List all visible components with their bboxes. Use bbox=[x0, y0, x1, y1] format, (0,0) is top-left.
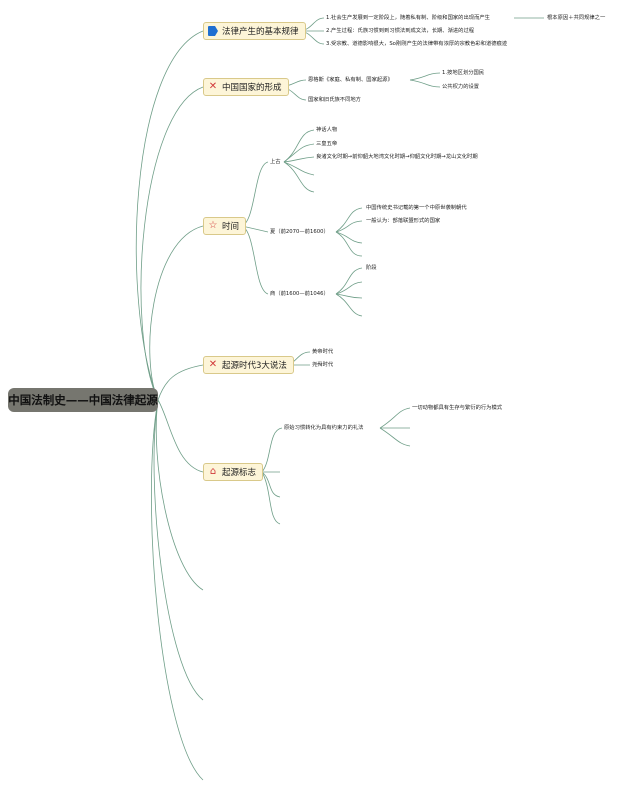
topic-origin-signs[interactable]: ⌂ 起源标志 bbox=[203, 463, 264, 481]
leaf-node[interactable]: 商（前1600—前1046） bbox=[270, 291, 329, 297]
topic-state-formation[interactable]: ✕ 中国国家的形成 bbox=[203, 78, 289, 96]
star-icon: ☆ bbox=[208, 220, 218, 231]
tools-icon: ✕ bbox=[208, 81, 218, 92]
leaf-node[interactable]: 原始习惯转化为具有约束力的礼法 bbox=[284, 425, 364, 431]
topic-time[interactable]: ☆ 时间 bbox=[203, 217, 247, 235]
leaf-node[interactable]: 上古 bbox=[270, 159, 281, 165]
leaf-node[interactable]: 神话人物 bbox=[316, 127, 338, 133]
leaf-node[interactable]: 黄帝时代 bbox=[312, 349, 334, 355]
leaf-node[interactable]: 国家和旧氏族不同地方 bbox=[308, 97, 361, 103]
leaf-node[interactable]: 恩格斯《家庭、私有制、国家起源》 bbox=[308, 77, 393, 83]
topic-label: 法律产生的基本规律 bbox=[222, 27, 299, 37]
leaf-node[interactable]: 夏（前2070—前1600） bbox=[270, 229, 329, 235]
topic-origin-theories[interactable]: ✕ 起源时代3大说法 bbox=[203, 356, 294, 374]
leaf-node[interactable]: 公共权力的设置 bbox=[442, 84, 480, 90]
topic-label: 起源时代3大说法 bbox=[222, 361, 287, 371]
leaf-node[interactable]: 1.按地区划分国民 bbox=[442, 70, 485, 76]
leaf-node[interactable]: 阶段 bbox=[366, 265, 377, 271]
leaf-node[interactable]: 1.社会生产发展到一定阶段上，随着私有制、阶级和国家的出现而产生 bbox=[326, 15, 490, 21]
topic-basic-rules[interactable]: 法律产生的基本规律 bbox=[203, 22, 306, 40]
leaf-node[interactable]: 一切动物都具有生存与繁衍的行为模式 bbox=[412, 405, 503, 411]
blue-flag-icon bbox=[208, 26, 218, 36]
tools-icon: ✕ bbox=[208, 359, 218, 370]
leaf-node[interactable]: 中国传统史书记载的第一个中原世袭制朝代 bbox=[366, 205, 467, 211]
leaf-node[interactable]: 尧舜时代 bbox=[312, 362, 334, 368]
leaf-node[interactable]: 根本原因＋共同规律之一 bbox=[547, 15, 606, 21]
topic-label: 时间 bbox=[222, 222, 240, 232]
home-icon: ⌂ bbox=[209, 466, 217, 477]
leaf-node[interactable]: 良渚文化时期→前仰韶大地湾文化时期→仰韶文化时期→龙山文化时期 bbox=[316, 154, 478, 160]
topic-label: 起源标志 bbox=[222, 468, 257, 478]
topic-label: 中国国家的形成 bbox=[222, 83, 282, 93]
central-topic[interactable]: 中国法制史——中国法律起源 bbox=[8, 388, 158, 412]
leaf-node[interactable]: 三皇五帝 bbox=[316, 141, 338, 147]
leaf-node[interactable]: 2.产生过程：氏族习惯到到习惯法到成文法，长期、渐进的过程 bbox=[326, 28, 475, 34]
leaf-node[interactable]: 3.受宗教、道德影响很大，So刚刚产生的法律带有浓厚的宗教色彩和道德痕迹 bbox=[326, 41, 508, 47]
leaf-node[interactable]: 一般认为：部落联盟形式的国家 bbox=[366, 218, 441, 224]
